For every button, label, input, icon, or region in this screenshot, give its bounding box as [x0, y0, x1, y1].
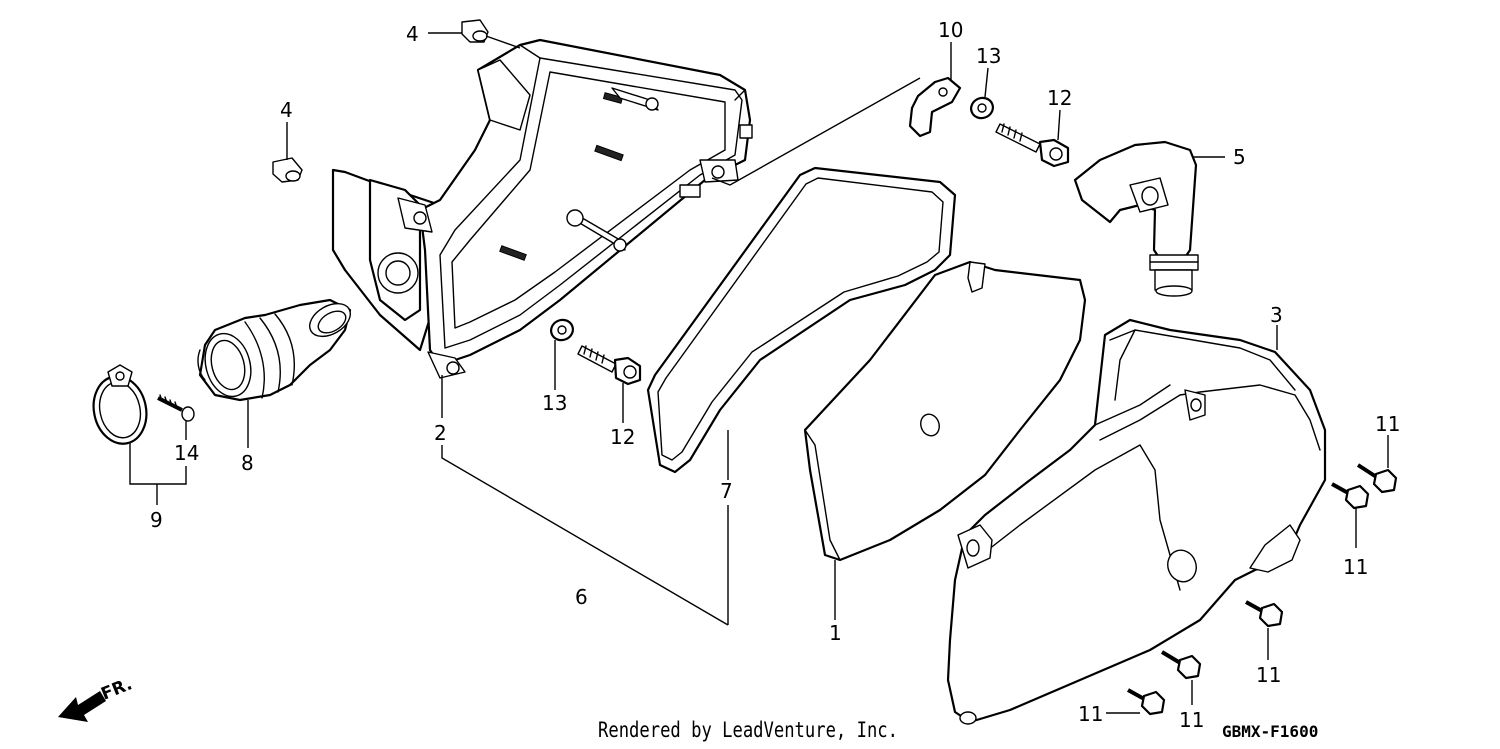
callout-4-left: 4: [280, 98, 293, 122]
washer-upper: [970, 96, 994, 120]
screw-11-b: [1331, 482, 1370, 510]
elbow-tube: [1073, 140, 1199, 297]
screw: [157, 394, 195, 422]
arrow-icon: [58, 691, 106, 722]
leader-lines: [129, 32, 1389, 714]
callout-14: 14: [174, 441, 199, 465]
grommet-top: [461, 19, 489, 43]
air-cleaner-case: [331, 38, 753, 379]
screw-11-d: [1160, 650, 1202, 680]
callout-11-e: 11: [1078, 702, 1103, 726]
callout-11-b: 11: [1343, 555, 1368, 579]
screw-11-a: [1356, 463, 1398, 494]
callout-7: 7: [720, 479, 733, 503]
callout-3: 3: [1270, 303, 1283, 327]
callout-12-upper: 12: [1047, 86, 1072, 110]
gasket-frame: [646, 166, 957, 474]
callout-13-lower: 13: [542, 391, 567, 415]
callout-5: 5: [1233, 145, 1246, 169]
front-label: FR.: [98, 674, 135, 704]
callout-9: 9: [150, 508, 163, 532]
bracket: [908, 76, 962, 138]
bolt-lower: [577, 345, 642, 386]
callout-4-top: 4: [406, 22, 419, 46]
air-cleaner-cover: [946, 318, 1327, 725]
bolt-upper: [995, 123, 1070, 168]
callout-8: 8: [241, 451, 254, 475]
callout-10: 10: [938, 18, 963, 42]
front-direction-arrow: FR.: [58, 674, 135, 722]
render-credit: Rendered by LeadVenture, Inc.: [598, 718, 898, 742]
callout-1: 1: [829, 621, 842, 645]
callout-12-lower: 12: [610, 425, 635, 449]
screw-11-e: [1127, 688, 1166, 716]
diagram-code: GBMX-F1600: [1222, 722, 1318, 741]
callout-11-c: 11: [1256, 663, 1281, 687]
callout-11-d: 11: [1179, 708, 1204, 732]
connecting-tube: [197, 298, 352, 402]
grommet-left: [272, 157, 303, 183]
filter-element: [803, 260, 1087, 562]
callout-13-upper: 13: [976, 44, 1001, 68]
callout-11-a: 11: [1375, 412, 1400, 436]
hose-clamp: [92, 364, 148, 445]
callout-6: 6: [575, 585, 588, 609]
washer-lower: [550, 318, 574, 342]
callout-2: 2: [434, 421, 447, 445]
screw-11-c: [1245, 600, 1284, 628]
